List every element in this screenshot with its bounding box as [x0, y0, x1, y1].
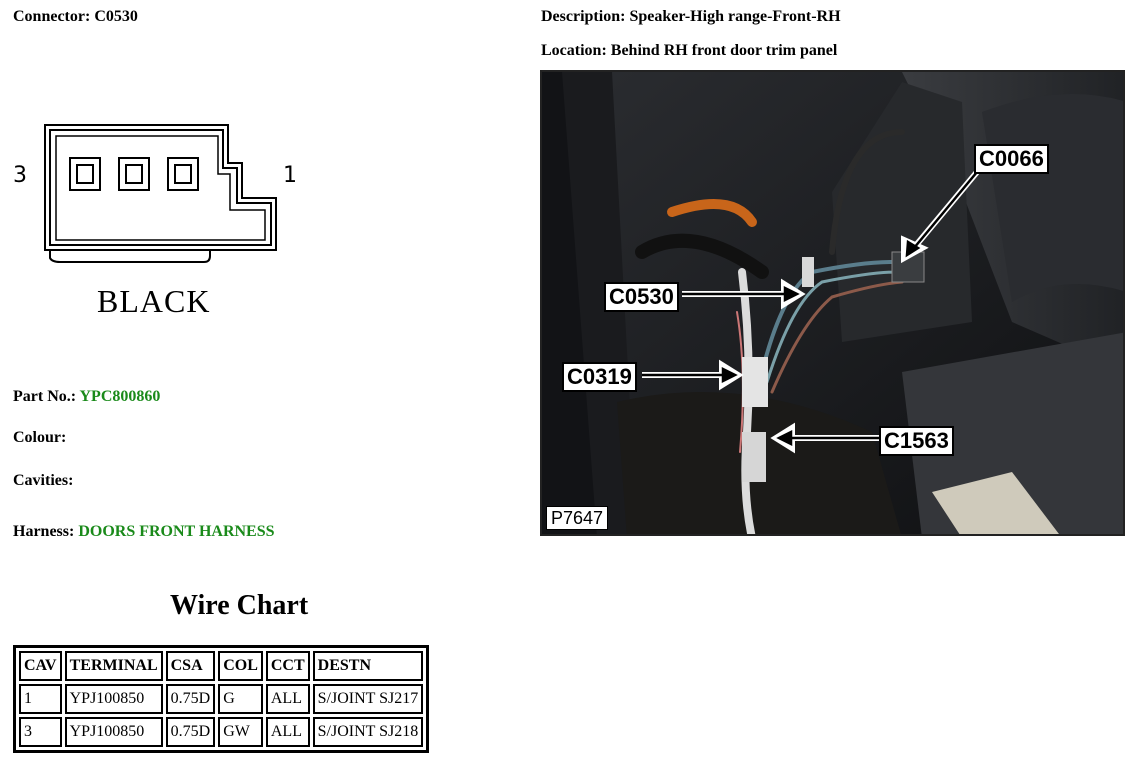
description-value: Speaker-High range-Front-RH — [629, 8, 841, 25]
photo-code: P7647 — [546, 506, 609, 530]
col-cct: CCT — [265, 651, 310, 681]
callout-c0066: C0066 — [974, 144, 1049, 174]
cell-terminal: YPJ100850 — [64, 717, 163, 747]
col-csa: CSA — [165, 651, 216, 681]
cell-destn: S/JOINT SJ218 — [312, 717, 424, 747]
connector-colour-text: BLACK — [97, 283, 210, 319]
table-row: 1 YPJ100850 0.75D G ALL S/JOINT SJ217 — [19, 684, 424, 714]
table-header-row: CAV TERMINAL CSA COL CCT DESTN — [19, 651, 424, 681]
location-value: Behind RH front door trim panel — [610, 42, 838, 59]
cavities-label: Cavities: — [13, 472, 74, 489]
cell-col: G — [218, 684, 263, 714]
location-line: Location: Behind RH front door trim pane… — [541, 42, 837, 60]
pin-number-3: 3 — [13, 163, 27, 188]
col-destn: DESTN — [312, 651, 424, 681]
callout-c1563: C1563 — [879, 426, 954, 456]
colour-label: Colour: — [13, 429, 67, 446]
part-no-label: Part No.: — [13, 388, 77, 405]
cell-cct: ALL — [265, 684, 310, 714]
cell-destn: S/JOINT SJ217 — [312, 684, 424, 714]
table-row: 3 YPJ100850 0.75D GW ALL S/JOINT SJ218 — [19, 717, 424, 747]
callout-c0530: C0530 — [604, 282, 679, 312]
cell-cav: 3 — [19, 717, 62, 747]
part-no-line: Part No.: YPC800860 — [13, 388, 160, 406]
pin-number-1: 1 — [283, 163, 297, 188]
col-cav: CAV — [19, 651, 62, 681]
cell-col: GW — [218, 717, 263, 747]
connector-line: Connector: C0530 — [13, 8, 138, 26]
connector-value: C0530 — [94, 8, 138, 25]
callout-c0319: C0319 — [562, 362, 637, 392]
cell-cct: ALL — [265, 717, 310, 747]
part-no-link[interactable]: YPC800860 — [79, 388, 161, 405]
cell-csa: 0.75D — [165, 717, 216, 747]
description-label: Description: — [541, 8, 626, 25]
cell-csa: 0.75D — [165, 684, 216, 714]
connector-label: Connector: — [13, 8, 91, 25]
col-terminal: TERMINAL — [64, 651, 163, 681]
location-label: Location: — [541, 42, 607, 59]
cell-cav: 1 — [19, 684, 62, 714]
wire-chart-title: Wire Chart — [170, 590, 309, 621]
cell-terminal: YPJ100850 — [64, 684, 163, 714]
connector-face-diagram: 3 1 BLACK — [13, 124, 297, 319]
description-line: Description: Speaker-High range-Front-RH — [541, 8, 841, 26]
location-photo: C0066 C0530 C0319 C1563 P7647 — [540, 70, 1125, 536]
col-col: COL — [218, 651, 263, 681]
wire-chart-table: CAV TERMINAL CSA COL CCT DESTN 1 YPJ1008… — [13, 645, 430, 753]
harness-label: Harness: — [13, 523, 75, 540]
harness-link[interactable]: DOORS FRONT HARNESS — [78, 523, 275, 540]
harness-line: Harness: DOORS FRONT HARNESS — [13, 523, 275, 541]
